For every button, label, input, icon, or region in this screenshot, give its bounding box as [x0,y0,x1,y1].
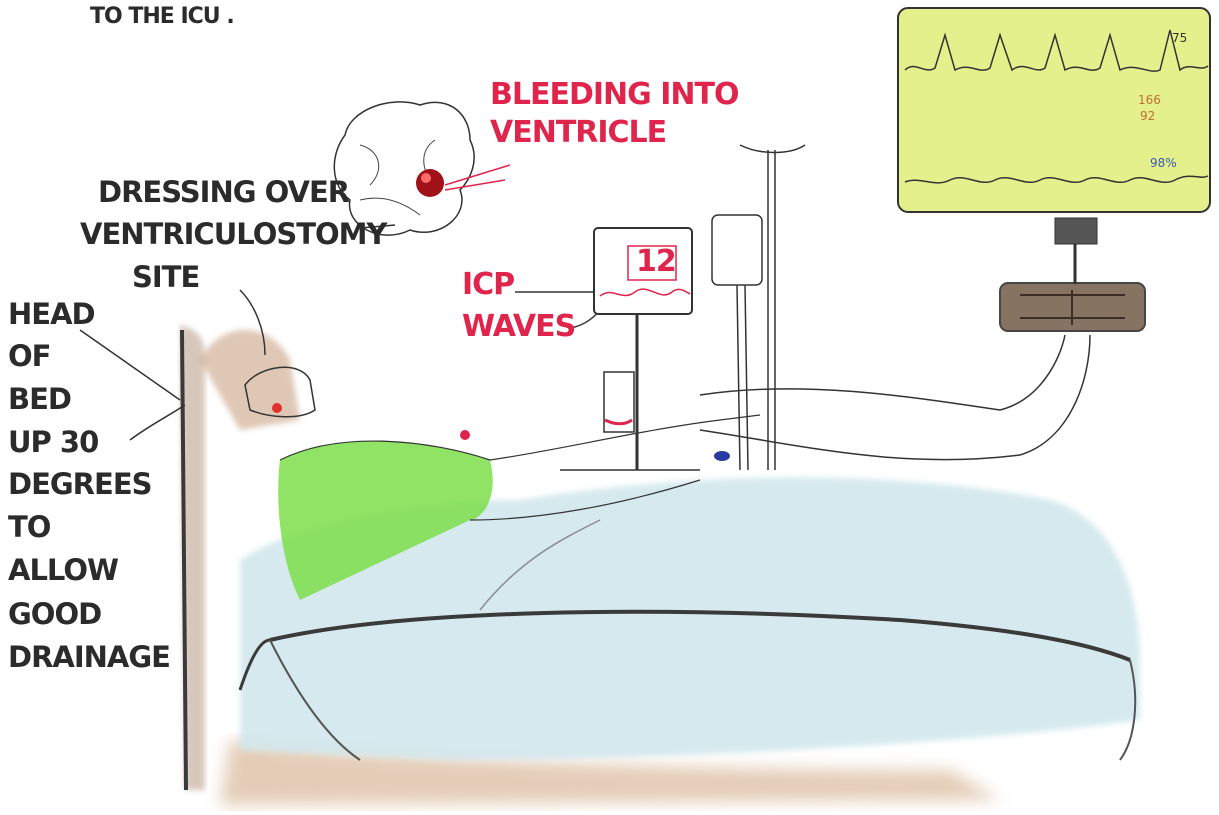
icp-monitor [560,228,700,470]
monitor-cable [700,335,1090,460]
bp-diastolic-readout: 92 [1140,110,1155,122]
spo2-readout: 98% [1150,157,1177,169]
head-of-bed-line3: BED [8,385,71,414]
dressing-label-line2: VENTRICULOSTOMY [80,220,387,249]
head-of-bed-line1: HEAD [8,300,95,329]
bp-systolic-readout: 166 [1138,94,1161,106]
bleeding-label-line1: BLEEDING INTO [490,80,738,110]
heart-rate-readout: 75 [1172,32,1187,44]
head-of-bed-line7: ALLOW [8,556,118,585]
head-of-bed-line9: DRAINAGE [8,643,170,672]
icp-label-line2: WAVES [462,312,575,342]
bed-headboard [180,325,205,790]
head-of-bed-line5: DEGREES [8,470,152,499]
head-of-bed-line8: GOOD [8,600,101,629]
head-of-bed-line6: TO [8,513,50,542]
head-of-bed-line2: OF [8,342,50,371]
dressing-label-line1: DRESSING OVER [98,178,349,207]
icp-value: 12 [636,247,676,277]
bleeding-label-line2: VENTRICLE [490,118,666,148]
head-of-bed-line4: UP 30 [8,428,98,457]
caption-fragment: TO THE ICU . [90,6,234,28]
iv-pole [712,145,805,470]
brain-illustration [334,102,510,235]
dressing-label-line3: SITE [132,263,199,292]
icp-label-line1: ICP [462,270,514,300]
